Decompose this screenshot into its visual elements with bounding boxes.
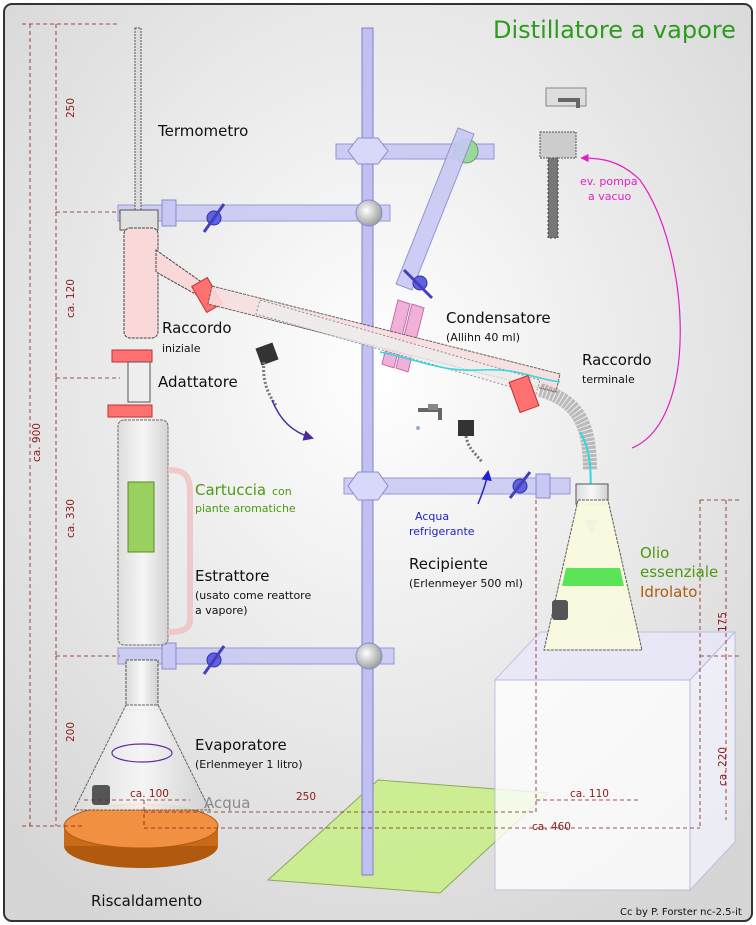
heater <box>63 803 219 868</box>
extractor <box>117 419 193 646</box>
dim-span-250: 250 <box>296 791 316 803</box>
label-estrattore: Estrattore <box>195 567 270 585</box>
cartridge <box>127 481 155 553</box>
evaporator-flask <box>73 659 211 811</box>
credit: Cc by P. Forster nc-2.5-it <box>620 907 742 918</box>
oil-layer <box>562 568 624 586</box>
label-acqua: Acqua <box>204 794 250 812</box>
label-condensatore-note: (Allihn 40 ml) <box>446 331 520 344</box>
dim-total-height: ca. 900 <box>31 423 43 462</box>
arrow-coolant <box>477 469 492 505</box>
condenser <box>207 285 598 536</box>
label-raccordo-terminale-sub: terminale <box>582 373 635 386</box>
clamp-lower <box>117 642 395 675</box>
diagram-title: Distillatore a vapore <box>493 16 736 44</box>
label-acqua-refrigerante-1: Acqua <box>415 510 449 523</box>
label-condensatore: Condensatore <box>446 309 551 327</box>
label-evaporatore-note: (Erlenmeyer 1 litro) <box>195 758 303 771</box>
dim-total-width: ca. 460 <box>532 821 571 833</box>
label-cartuccia: Cartuccia <box>195 481 266 499</box>
hose-upper <box>255 342 279 406</box>
arrow-vacuum <box>580 153 681 449</box>
label-pompa-1: ev. pompa <box>580 175 638 188</box>
dim-base-width: ca. 100 <box>130 788 169 800</box>
dim-upper: ca. 120 <box>65 279 77 318</box>
label-estrattore-note-2: a vapore) <box>195 604 248 617</box>
dimension-lines <box>22 23 742 829</box>
tap-top <box>539 87 587 239</box>
label-cartuccia-con: con <box>272 485 292 498</box>
clamp-upper <box>117 199 391 233</box>
label-raccordo-iniziale-sub: iniziale <box>162 342 201 355</box>
label-estrattore-note-1: (usato come reattore <box>195 589 311 602</box>
tap-middle <box>416 404 442 430</box>
adapter <box>107 349 153 418</box>
label-acqua-refrigerante-2: refrigerante <box>409 525 475 538</box>
label-idrolato: Idrolato <box>640 583 697 601</box>
label-adattatore: Adattatore <box>158 373 238 391</box>
label-cartuccia-sub: piante aromatiche <box>195 502 296 515</box>
receiver-flask <box>543 483 643 651</box>
dim-evaporator: 200 <box>65 722 77 742</box>
dim-box-height: ca. 220 <box>717 747 729 786</box>
label-riscaldamento: Riscaldamento <box>91 892 202 910</box>
stand-rod <box>361 27 374 876</box>
label-recipiente-note: (Erlenmeyer 500 ml) <box>409 577 523 590</box>
label-pompa-2: a vacuo <box>588 190 632 203</box>
receiver-box <box>493 630 737 892</box>
label-recipiente: Recipiente <box>409 555 488 573</box>
label-raccordo-iniziale: Raccordo <box>162 319 232 337</box>
label-evaporatore: Evaporatore <box>195 736 287 754</box>
hose-lower <box>458 420 484 463</box>
label-termometro: Termometro <box>157 122 248 140</box>
clamp-middle <box>343 471 571 501</box>
dim-thermometer: 250 <box>65 98 77 118</box>
label-olio-essenziale: essenziale <box>640 563 718 581</box>
label-raccordo-terminale: Raccordo <box>582 351 652 369</box>
dim-receiver-width: ca. 110 <box>570 788 609 800</box>
label-olio: Olio <box>640 544 669 562</box>
dim-extractor: ca. 330 <box>65 499 77 538</box>
dim-receiver-height: 175 <box>717 612 729 632</box>
adapter-head <box>119 209 223 339</box>
arrow-steam <box>271 399 315 441</box>
